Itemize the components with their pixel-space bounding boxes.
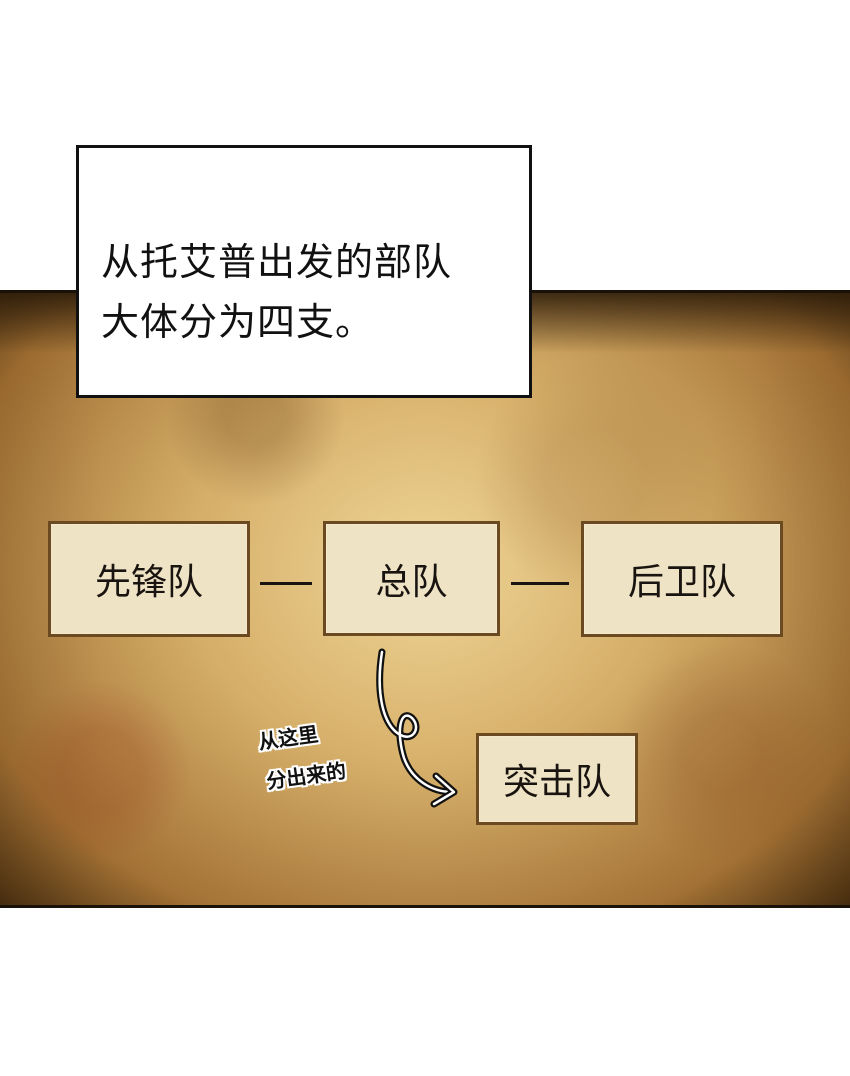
connector-vanguard-main — [260, 582, 312, 585]
assault-unit-label: 突击队 — [502, 762, 611, 803]
main-unit-box: 总队 — [323, 521, 500, 636]
rearguard-unit-label: 后卫队 — [627, 562, 736, 603]
narration-line-1: 从托艾普出发的部队 — [101, 240, 453, 284]
assault-unit-box: 突击队 — [476, 733, 638, 825]
narration-line-2: 大体分为四支。 — [101, 300, 375, 344]
main-unit-label: 总队 — [375, 561, 448, 603]
vanguard-unit-label: 先锋队 — [94, 562, 203, 603]
connector-main-rearguard — [511, 582, 569, 585]
rearguard-unit-box: 后卫队 — [581, 521, 783, 637]
vanguard-unit-box: 先锋队 — [48, 521, 250, 637]
branch-arrow-icon — [376, 648, 458, 808]
narration-box: 从托艾普出发的部队 大体分为四支。 — [76, 145, 532, 398]
